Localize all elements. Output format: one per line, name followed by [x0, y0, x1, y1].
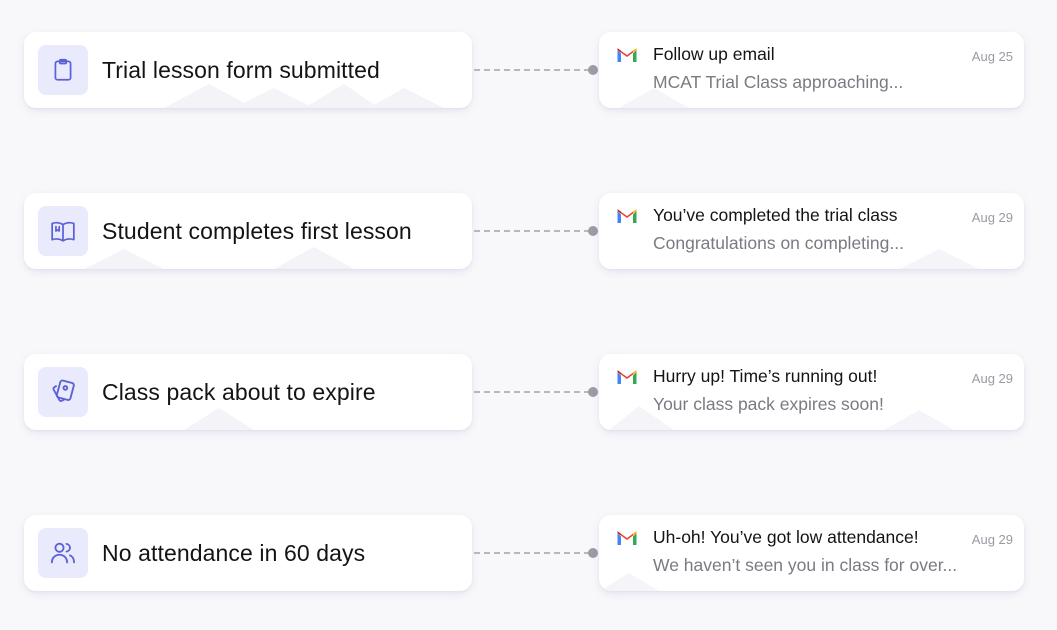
- trigger-card[interactable]: Student completes first lesson: [24, 193, 472, 269]
- email-date: Aug 29: [971, 371, 1013, 386]
- trigger-card[interactable]: Trial lesson form submitted: [24, 32, 472, 108]
- clipboard-icon: [54, 58, 72, 81]
- trigger-label: Class pack about to expire: [102, 378, 376, 405]
- email-card[interactable]: Hurry up! Time’s running out! Your class…: [599, 354, 1024, 430]
- users-icon: [50, 542, 76, 564]
- trigger-card[interactable]: No attendance in 60 days: [24, 515, 472, 591]
- connector-dot: [588, 387, 598, 397]
- automation-row: Student completes first lesson You’ve co…: [0, 193, 1057, 273]
- email-preview: Your class pack expires soon!: [653, 394, 884, 414]
- connector-line: [474, 230, 590, 232]
- connector-line: [474, 391, 590, 393]
- email-date: Aug 29: [971, 532, 1013, 547]
- email-card[interactable]: Follow up email MCAT Trial Class approac…: [599, 32, 1024, 108]
- gmail-icon: [617, 531, 637, 545]
- connector-dot: [588, 548, 598, 558]
- connector-dot: [588, 226, 598, 236]
- trigger-icon-box: [38, 45, 88, 95]
- trigger-icon-box: [38, 206, 88, 256]
- email-preview: Congratulations on completing...: [653, 233, 904, 253]
- cards-icon: [52, 379, 75, 402]
- email-subject: You’ve completed the trial class: [653, 205, 898, 225]
- email-subject: Uh-oh! You’ve got low attendance!: [653, 527, 919, 547]
- connector-dot: [588, 65, 598, 75]
- email-date: Aug 29: [971, 210, 1013, 225]
- gmail-icon: [617, 209, 637, 223]
- trigger-icon-box: [38, 367, 88, 417]
- trigger-label: Student completes first lesson: [102, 217, 412, 244]
- email-preview: We haven’t seen you in class for over...: [653, 555, 958, 575]
- email-date: Aug 25: [971, 49, 1013, 64]
- connector-line: [474, 552, 590, 554]
- email-card[interactable]: Uh-oh! You’ve got low attendance! We hav…: [599, 515, 1024, 591]
- trigger-card[interactable]: Class pack about to expire: [24, 354, 472, 430]
- automation-row: No attendance in 60 days Uh-oh! You’ve g…: [0, 515, 1057, 595]
- email-subject: Hurry up! Time’s running out!: [653, 366, 878, 386]
- trigger-icon-box: [38, 528, 88, 578]
- automation-row: Class pack about to expire Hurry up! Tim…: [0, 354, 1057, 434]
- email-card[interactable]: You’ve completed the trial class Congrat…: [599, 193, 1024, 269]
- automation-row: Trial lesson form submitted Follow up em…: [0, 32, 1057, 112]
- book-open-icon: [51, 221, 75, 242]
- connector-line: [474, 69, 590, 71]
- gmail-icon: [617, 370, 637, 384]
- gmail-icon: [617, 48, 637, 62]
- trigger-label: Trial lesson form submitted: [102, 56, 380, 83]
- email-preview: MCAT Trial Class approaching...: [653, 72, 904, 92]
- trigger-label: No attendance in 60 days: [102, 539, 366, 566]
- email-subject: Follow up email: [653, 44, 775, 64]
